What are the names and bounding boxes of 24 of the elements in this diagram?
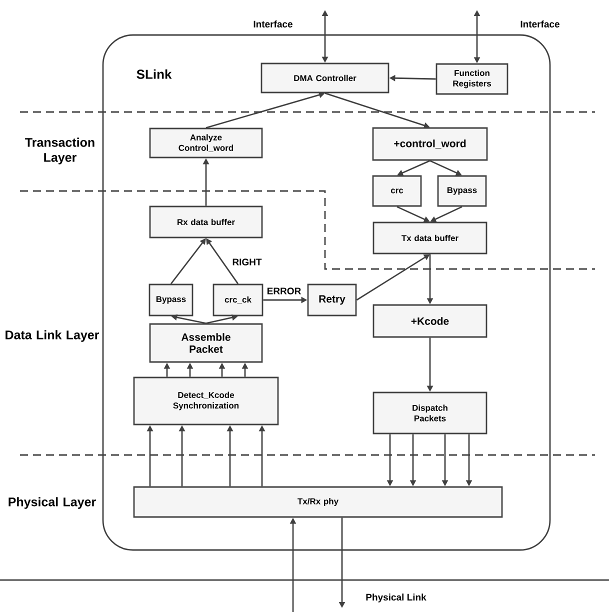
process-box: +control_word [372,127,488,161]
process-box: DMA Controller [260,62,390,94]
edge-label: Interface [519,20,561,28]
edge-label: ERROR [266,286,302,296]
edge-label: Interface [252,20,294,28]
process-box: Detect_Kcode Synchronization [133,376,279,426]
process-box: Tx data buffer [372,222,488,254]
layer-label: Transaction Layer [25,138,94,164]
edge-label: RIGHT [231,258,263,266]
process-box: Rx data buffer [149,206,263,238]
process-box: +Kcode [372,304,488,338]
process-box: Assemble Packet [149,323,263,363]
process-box: Bypass [437,175,487,207]
process-box: Analyze Control_word [149,128,263,158]
process-box: crc [372,175,422,207]
process-box: crc_ck [212,284,264,316]
layer-label: Data Link Layer [6,330,100,342]
process-box: Dispatch Packets [372,392,488,434]
process-box: Retry [307,284,357,316]
process-box: Bypass [148,284,194,316]
layer-label: Physical Layer [8,497,96,509]
process-box: Function Registers [436,63,508,95]
edge-label: Physical Link [364,592,428,604]
process-box: Tx/Rx phy [133,486,503,518]
